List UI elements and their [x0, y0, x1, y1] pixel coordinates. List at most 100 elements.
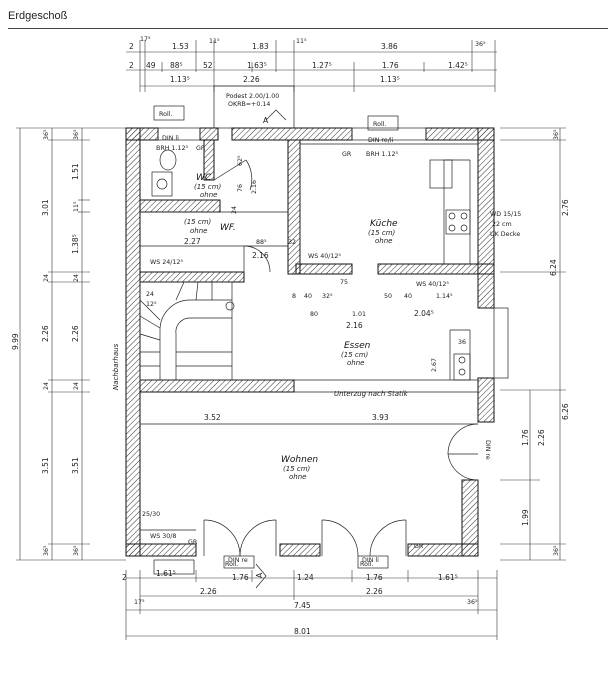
dimension-labels-right: 36⁵ 2.76 6.24 6.26 36⁵ 1.76 2.26 1.99 — [521, 129, 570, 556]
svg-text:3.93: 3.93 — [372, 413, 389, 422]
dimension-labels-top: 2 17⁵ 1.53 11⁵ 1.83 11⁵ 3.86 36⁵ 2 49 88… — [129, 36, 486, 84]
dimension-labels-left: 9.99 36⁵ 3.01 24 2.26 24 3.51 36⁵ 36⁵ 1.… — [11, 129, 80, 556]
svg-text:2.26: 2.26 — [200, 587, 217, 596]
din-re-label: DIN re — [228, 557, 248, 564]
dim-top-14: 1.27⁵ — [312, 61, 332, 70]
wall-wf-right — [287, 139, 301, 275]
brh-wc-label: BRH 1.12⁵ — [156, 145, 188, 152]
wall-wc-bottom — [139, 199, 221, 213]
room-essen-note: ohne — [347, 359, 364, 367]
svg-text:1.01: 1.01 — [352, 311, 366, 318]
wall-bottom-c — [407, 543, 479, 557]
wall-stair-bottom — [139, 379, 295, 393]
dim-top-3: 1.53 — [172, 42, 189, 51]
room-labels: WC (15 cm) ohne (15 cm) ohne WF. Küche (… — [184, 173, 398, 481]
roll-label-1: Roll. — [159, 111, 172, 118]
svg-text:24: 24 — [43, 382, 50, 390]
gr-label-4: GR — [414, 543, 424, 550]
inner-dimensions: 62⁵ 76 2.16 24 2.27 88⁵ 32 2.16 8 40 32⁵… — [146, 155, 466, 422]
wd2-label: 22 cm — [492, 221, 512, 228]
gr-label-1: GR — [196, 145, 206, 152]
ws1-label: WS 24/12⁵ — [150, 259, 183, 266]
din-reli-label: DIN re/li — [368, 137, 394, 144]
svg-text:2.16: 2.16 — [252, 251, 269, 260]
wall-wf-bottom — [139, 271, 245, 283]
room-wf-note: ohne — [190, 227, 207, 235]
room-wf-height: (15 cm) — [184, 218, 212, 226]
dim-top-16: 1.42⁵ — [448, 61, 468, 70]
svg-text:3.51: 3.51 — [71, 457, 80, 474]
page-title: Erdgeschoß — [8, 10, 68, 22]
din-re-vert-label: DIN re — [484, 440, 491, 460]
dim-top-18: 2.26 — [243, 75, 260, 84]
doors — [203, 159, 479, 557]
dim-top-11: 88⁵ — [170, 61, 183, 70]
svg-text:1.14⁵: 1.14⁵ — [436, 293, 453, 300]
wc-toilet — [159, 149, 177, 171]
svg-text:A: A — [263, 116, 269, 125]
svg-text:2.26: 2.26 — [537, 429, 546, 446]
dim-top-5: 1.83 — [252, 42, 269, 51]
dim-top-8: 36⁵ — [475, 41, 486, 48]
svg-text:1.76: 1.76 — [521, 429, 530, 446]
dimension-labels-bottom: 2 1.61⁵ 1.76 1.24 1.76 1.61⁵ 2.26 2.26 1… — [122, 569, 478, 636]
dimension-lines-left — [16, 127, 126, 561]
staircase — [139, 281, 235, 381]
dim-top-6: 11⁵ — [296, 38, 307, 45]
dim-top-19: 1.13⁵ — [380, 75, 400, 84]
sink-essen — [453, 353, 471, 381]
wall-left — [125, 127, 141, 557]
svg-text:36: 36 — [458, 339, 466, 346]
dimension-lines-top — [126, 40, 497, 92]
svg-text:12⁵: 12⁵ — [146, 301, 157, 308]
dimension-lines-right — [500, 127, 566, 561]
podest-label: Podest 2.00/1.00 — [226, 93, 279, 100]
svg-text:6.24: 6.24 — [549, 259, 558, 276]
kitchen-corner — [429, 159, 453, 189]
svg-text:24: 24 — [73, 382, 80, 390]
nachbarhaus-label: Nachbarhaus — [112, 343, 120, 390]
interior-walls — [139, 139, 495, 393]
okrb-label: OKRB=+0.14 — [228, 101, 270, 108]
svg-text:40: 40 — [304, 293, 312, 300]
svg-text:36⁵: 36⁵ — [553, 545, 560, 556]
room-kueche-name: Küche — [370, 219, 398, 229]
room-wc-height: (15 cm) — [194, 183, 222, 191]
wall-right-a — [477, 127, 495, 309]
dim-top-9: 2 — [129, 61, 134, 70]
svg-text:36⁵: 36⁵ — [43, 545, 50, 556]
svg-text:8: 8 — [292, 293, 296, 300]
room-wc-name: WC — [196, 173, 212, 183]
svg-text:7.45: 7.45 — [294, 601, 311, 610]
svg-text:2.26: 2.26 — [71, 325, 80, 342]
svg-text:9.99: 9.99 — [11, 333, 20, 350]
wall-kitchen-bottom-b — [377, 263, 495, 275]
wall-wc-right — [203, 139, 215, 181]
svg-text:50: 50 — [384, 293, 392, 300]
dim-top-1: 2 — [129, 42, 134, 51]
wall-bottom-b — [279, 543, 321, 557]
svg-text:2.26: 2.26 — [41, 325, 50, 342]
room-essen-height: (15 cm) — [341, 351, 369, 359]
svg-text:8.01: 8.01 — [294, 627, 311, 636]
roll-label-2: Roll. — [373, 121, 386, 128]
ws3-label: WS 40/12⁵ — [416, 281, 449, 288]
svg-text:24: 24 — [231, 206, 238, 214]
gr-label-3: GR — [188, 539, 198, 546]
svg-text:36⁵: 36⁵ — [73, 545, 80, 556]
dim-top-4: 11⁵ — [209, 38, 220, 45]
svg-text:62⁵: 62⁵ — [237, 155, 244, 166]
exterior-walls — [125, 127, 495, 557]
wd-label: WD 15/15 — [490, 211, 521, 218]
svg-text:88⁵: 88⁵ — [256, 239, 267, 246]
wall-w-label: 25/30 — [142, 511, 160, 518]
svg-text:2.76: 2.76 — [561, 199, 570, 216]
svg-text:3.01: 3.01 — [41, 199, 50, 216]
svg-text:1.38⁵: 1.38⁵ — [71, 234, 80, 254]
room-kueche-note: ohne — [375, 237, 392, 245]
dim-top-12: 52 — [203, 61, 213, 70]
room-wohnen-name: Wohnen — [281, 455, 318, 465]
din-li2-label: DIN li — [362, 557, 379, 564]
dim-top-17: 1.13⁵ — [170, 75, 190, 84]
svg-text:1.76: 1.76 — [232, 573, 249, 582]
